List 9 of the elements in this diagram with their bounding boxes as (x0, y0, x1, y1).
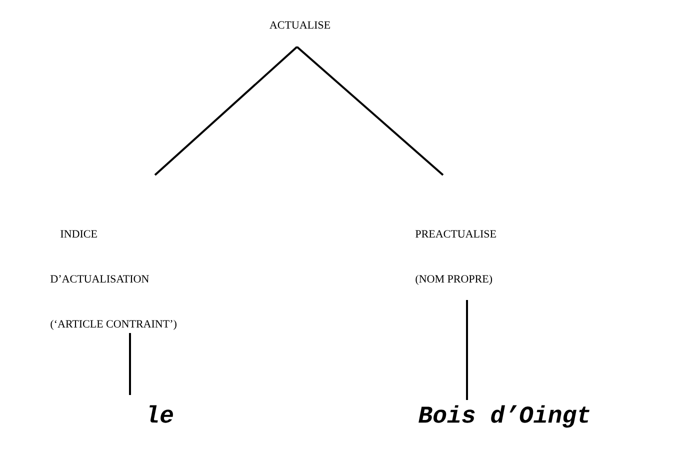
category-label: PREACTUALISE (NOM PROPRE) (416, 230, 496, 285)
tree-branch (129, 333, 131, 395)
tree-branch (466, 300, 468, 400)
word: le (150, 405, 173, 423)
tree-branch (154, 46, 298, 176)
word: Bois d’Oingt (418, 405, 590, 428)
category-label: ACTUALISE (270, 21, 330, 29)
category-label: INDICE D’ACTUALISATION (‘ARTICLE CONTRAINT’) (50, 230, 176, 330)
tree-branch (296, 46, 444, 176)
